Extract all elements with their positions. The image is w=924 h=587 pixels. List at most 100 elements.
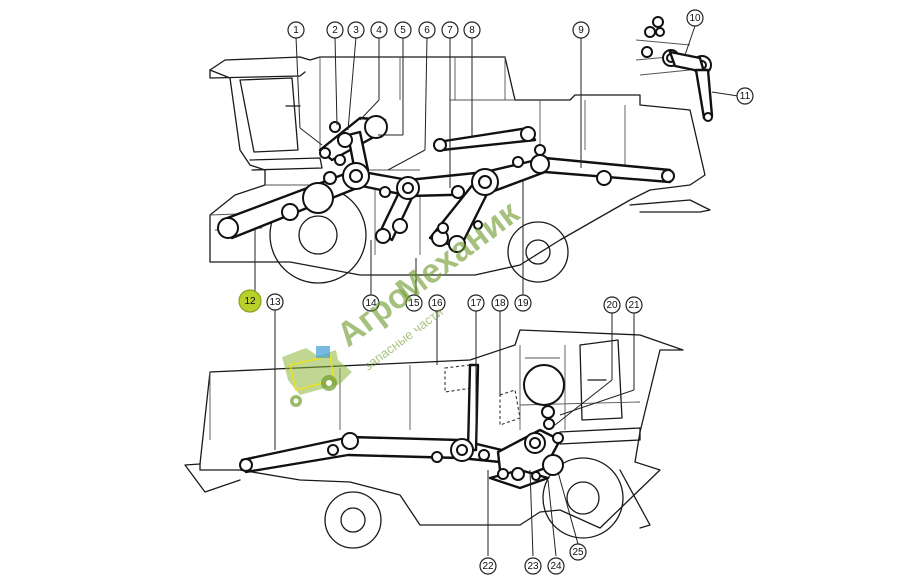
combine-right-side-view bbox=[184, 329, 684, 549]
unloading-auger bbox=[629, 199, 711, 213]
pulleys-bottom bbox=[239, 364, 565, 481]
callout-4: 4 bbox=[370, 21, 388, 39]
callout-24: 24 bbox=[547, 557, 565, 575]
cab-window bbox=[239, 77, 299, 153]
callout-number: 7 bbox=[447, 25, 453, 36]
callout-15: 15 bbox=[405, 294, 423, 312]
callout-number: 20 bbox=[606, 300, 618, 311]
callout-number: 9 bbox=[578, 25, 584, 36]
callout-number: 13 bbox=[269, 297, 281, 308]
callout-circle bbox=[524, 557, 542, 575]
callout-circle bbox=[463, 21, 481, 39]
callout-22: 22 bbox=[479, 557, 497, 575]
callout-number: 18 bbox=[494, 298, 506, 309]
callout-circle bbox=[686, 9, 704, 27]
fan-housing bbox=[444, 364, 473, 393]
callout-9: 9 bbox=[572, 21, 590, 39]
callout-13: 13 bbox=[266, 293, 284, 311]
callout-12: 12 bbox=[238, 289, 262, 313]
callout-11: 11 bbox=[736, 87, 754, 105]
rear-wheel-bottom bbox=[324, 491, 382, 549]
callout-23: 23 bbox=[524, 557, 542, 575]
callout-circle bbox=[514, 294, 532, 312]
header-nose bbox=[184, 463, 241, 493]
callout-circle bbox=[441, 21, 459, 39]
callout-circle bbox=[362, 294, 380, 312]
callout-circle bbox=[572, 21, 590, 39]
callout-14: 14 bbox=[362, 294, 380, 312]
callout-number: 17 bbox=[470, 298, 482, 309]
callout-number: 25 bbox=[572, 547, 584, 558]
callout-25: 25 bbox=[569, 543, 587, 561]
callout-circle bbox=[736, 87, 754, 105]
callout-number: 16 bbox=[431, 298, 443, 309]
chopper-housing bbox=[499, 389, 521, 426]
cab-frame bbox=[249, 157, 323, 171]
callout-number: 6 bbox=[424, 25, 430, 36]
callout-number: 19 bbox=[517, 298, 529, 309]
callout-10: 10 bbox=[686, 9, 704, 27]
callout-number: 11 bbox=[740, 91, 751, 102]
inset-detail bbox=[635, 16, 714, 122]
combine-body-outline bbox=[209, 56, 706, 276]
callout-number: 10 bbox=[689, 13, 701, 24]
combine-harvester-icon bbox=[282, 346, 352, 407]
callout-circle bbox=[603, 296, 621, 314]
callout-circle bbox=[479, 557, 497, 575]
callout-number: 15 bbox=[408, 298, 420, 309]
callout-circle bbox=[266, 293, 284, 311]
callout-5: 5 bbox=[394, 21, 412, 39]
upper-belt bbox=[436, 126, 537, 152]
callout-number: 21 bbox=[628, 300, 640, 311]
callout-3: 3 bbox=[347, 21, 365, 39]
callout-circle bbox=[238, 289, 262, 313]
callout-1: 1 bbox=[287, 21, 305, 39]
combine-left-side-view bbox=[209, 16, 714, 284]
callout-circle bbox=[405, 294, 423, 312]
pulleys-top bbox=[217, 115, 675, 253]
callout-number: 14 bbox=[365, 298, 377, 309]
combine-body-outline-bottom bbox=[199, 329, 684, 529]
callout-20: 20 bbox=[603, 296, 621, 314]
callout-number: 4 bbox=[376, 25, 382, 36]
callout-number: 3 bbox=[353, 25, 359, 36]
callout-number: 23 bbox=[527, 561, 539, 572]
callout-number: 1 bbox=[293, 25, 299, 36]
grain-tank-panels bbox=[319, 57, 626, 175]
callout-circle bbox=[547, 557, 565, 575]
callout-7: 7 bbox=[441, 21, 459, 39]
callout-number: 24 bbox=[550, 561, 562, 572]
callout-19: 19 bbox=[514, 294, 532, 312]
callout-21: 21 bbox=[625, 296, 643, 314]
callout-circle bbox=[625, 296, 643, 314]
callout-number: 22 bbox=[482, 561, 494, 572]
callout-circle bbox=[428, 294, 446, 312]
callout-16: 16 bbox=[428, 294, 446, 312]
callout-number: 12 bbox=[244, 296, 256, 307]
callout-circle bbox=[491, 294, 509, 312]
callout-number: 8 bbox=[469, 25, 475, 36]
callout-circle bbox=[394, 21, 412, 39]
callout-6: 6 bbox=[418, 21, 436, 39]
cab-bottom bbox=[579, 339, 623, 421]
callout-circle bbox=[347, 21, 365, 39]
cab-frame-bottom bbox=[559, 427, 641, 445]
callout-circle bbox=[326, 21, 344, 39]
callout-number: 2 bbox=[332, 25, 338, 36]
callout-2: 2 bbox=[326, 21, 344, 39]
callout-8: 8 bbox=[463, 21, 481, 39]
leader-lines bbox=[254, 25, 739, 557]
callout-circle bbox=[287, 21, 305, 39]
callout-circle bbox=[418, 21, 436, 39]
callout-18: 18 bbox=[491, 294, 509, 312]
callout-circle bbox=[467, 294, 485, 312]
front-wheel-bottom bbox=[542, 457, 624, 539]
callout-17: 17 bbox=[467, 294, 485, 312]
callout-circle bbox=[569, 543, 587, 561]
callout-circle bbox=[370, 21, 388, 39]
rear-wheel bbox=[507, 221, 569, 283]
cab-roof bbox=[209, 69, 306, 79]
